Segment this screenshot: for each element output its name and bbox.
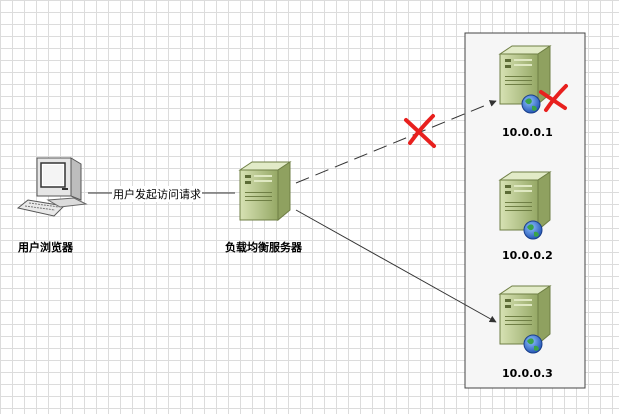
- lb-to-server3-edge: [295, 209, 497, 323]
- red-x-icon: [404, 114, 436, 148]
- globe-icon: [523, 334, 543, 354]
- server-1-label: 10.0.0.1: [502, 126, 553, 139]
- server-3-label: 10.0.0.3: [502, 367, 553, 380]
- lb-to-server1-edge: [295, 100, 497, 184]
- load-balancer-label: 负载均衡服务器: [225, 241, 302, 254]
- request-edge-label: 用户发起访问请求: [112, 186, 202, 202]
- globe-icon: [523, 220, 543, 240]
- computer-icon: [16, 157, 88, 217]
- server-icon: [499, 171, 551, 231]
- red-x-icon: [539, 84, 568, 112]
- client-label: 用户浏览器: [18, 241, 73, 254]
- server-2-label: 10.0.0.2: [502, 249, 553, 262]
- server-icon: [499, 285, 551, 345]
- globe-icon: [521, 94, 541, 114]
- load-balancer-server-icon: [239, 161, 291, 221]
